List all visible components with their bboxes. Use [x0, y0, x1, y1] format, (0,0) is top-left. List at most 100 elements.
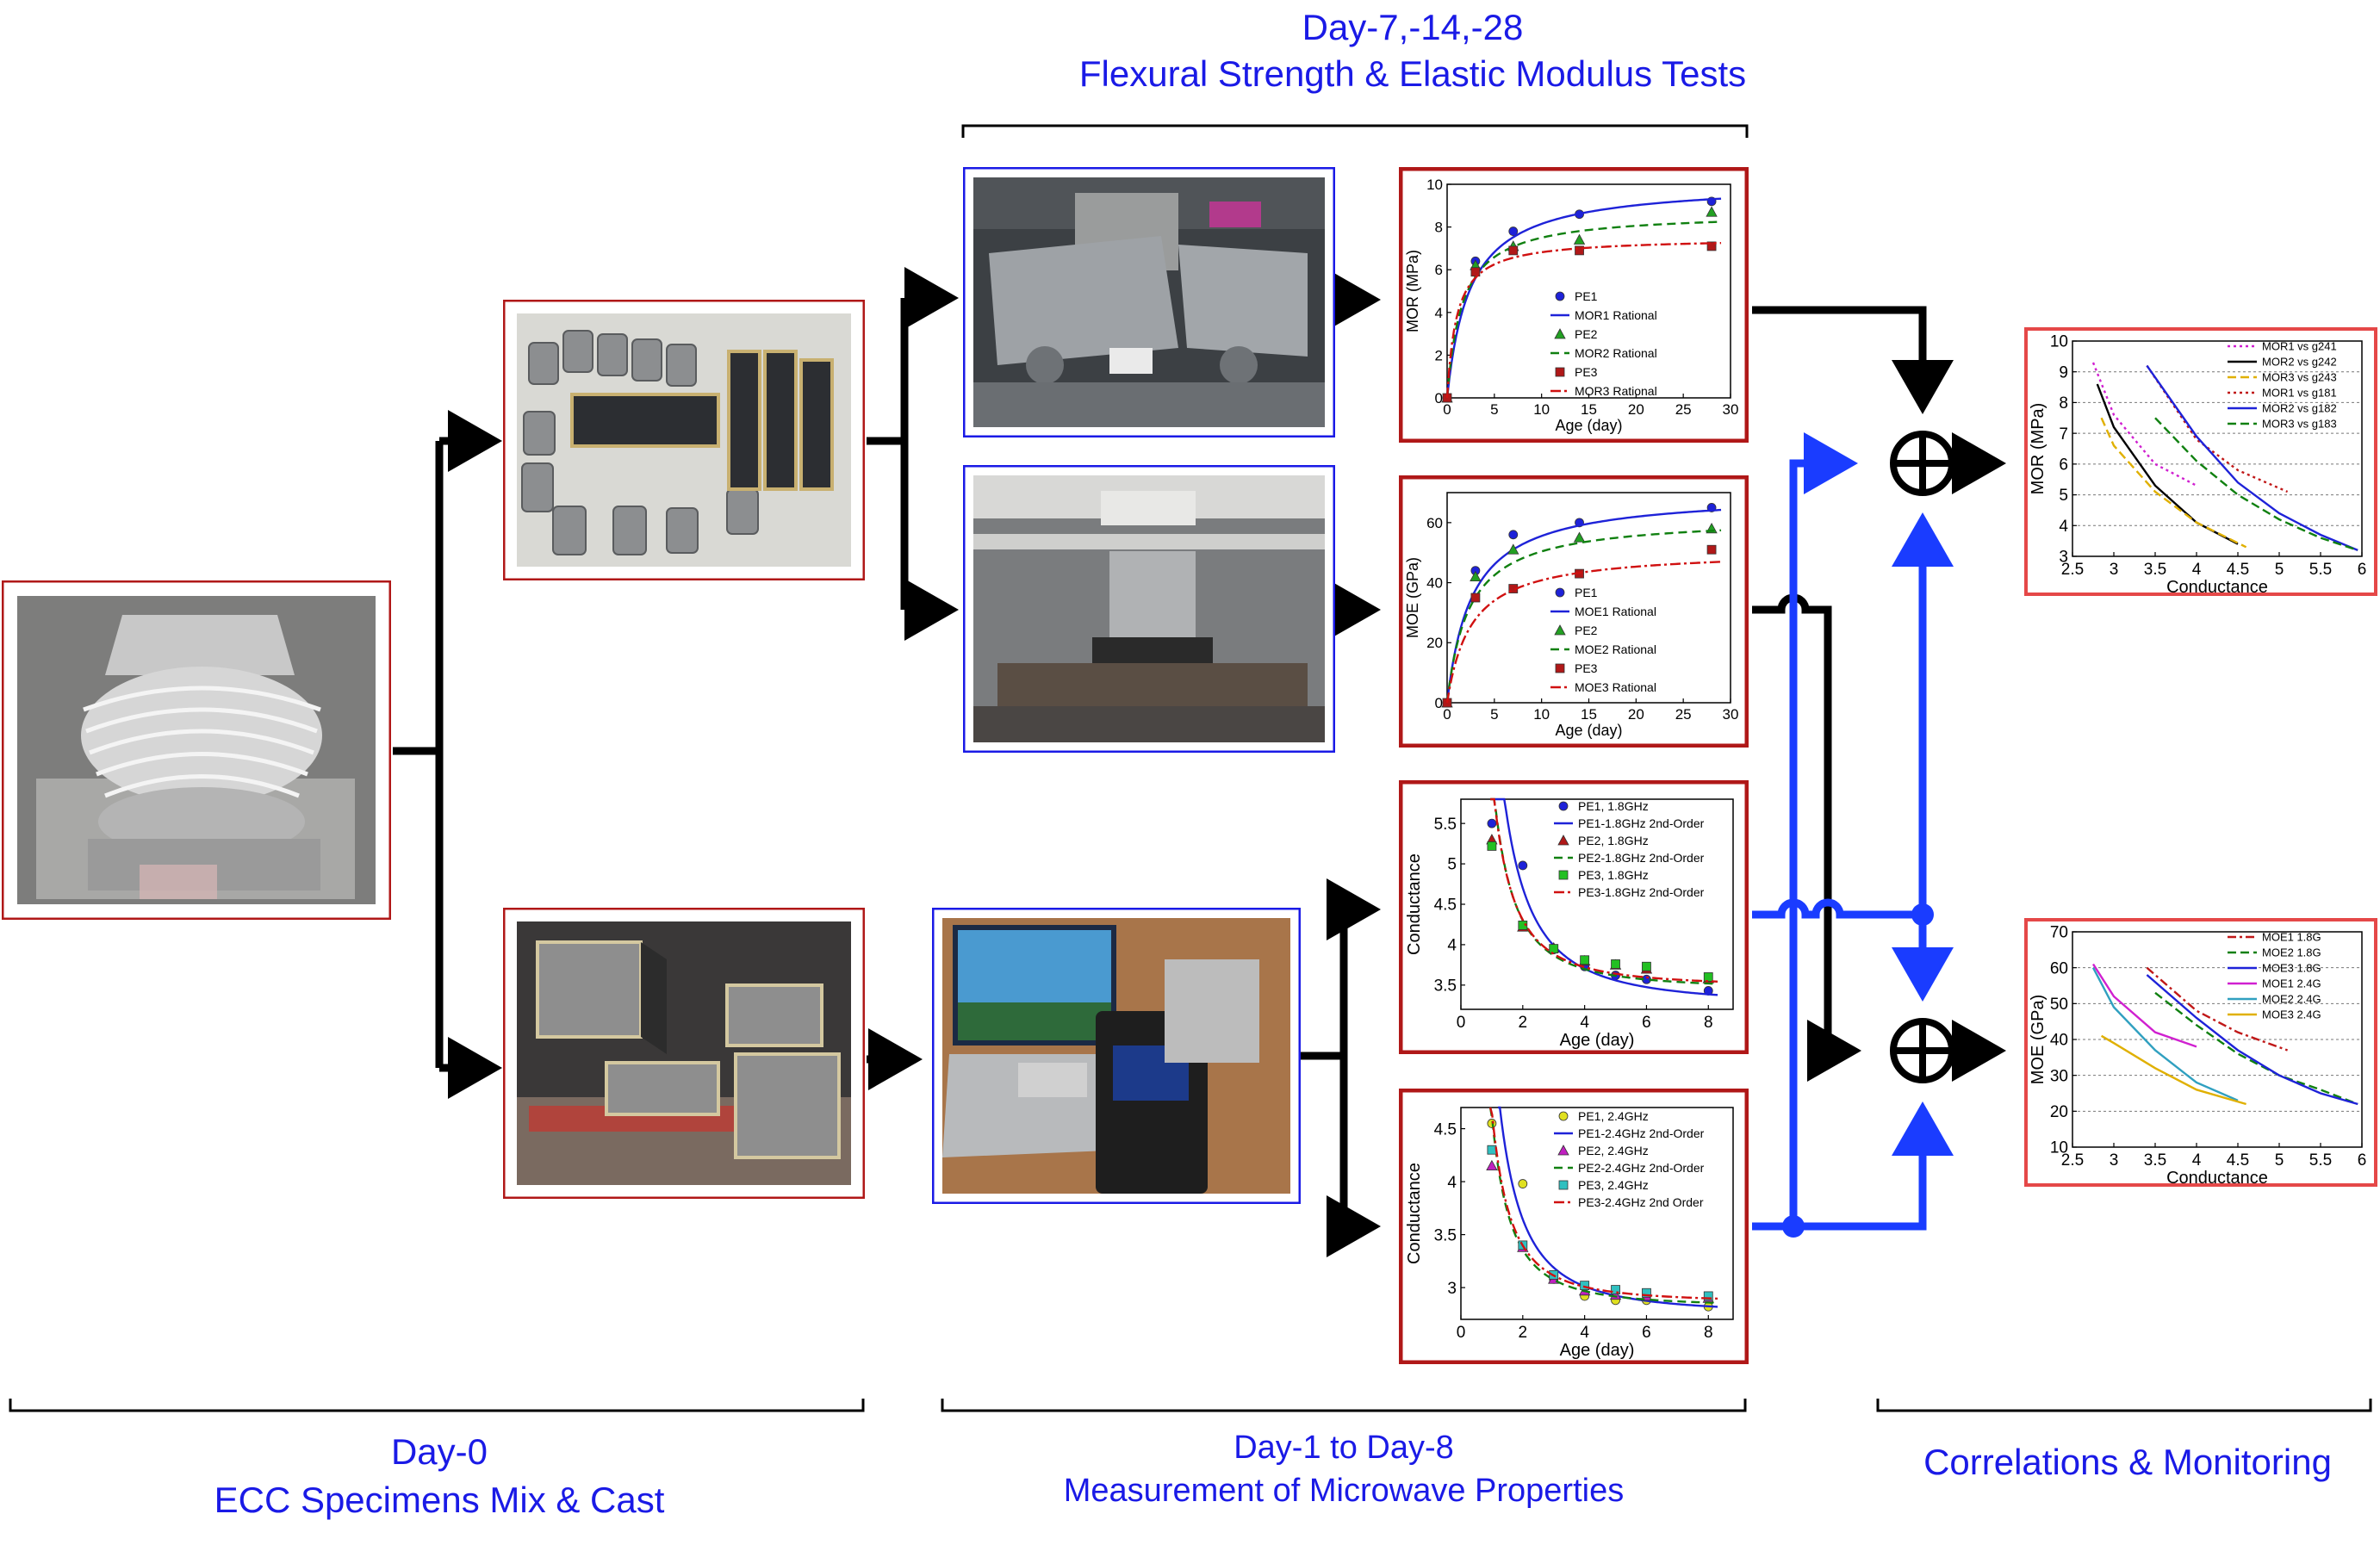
y-tick-label: 3.5 — [1434, 977, 1457, 995]
x-axis-label: Age (day) — [1560, 1341, 1635, 1360]
data-point — [1508, 226, 1519, 236]
legend-label: PE2, 1.8GHz — [1578, 834, 1649, 847]
series-pe2-2-4ghz-2nd-order — [1488, 1107, 1718, 1305]
series-pe3-2-4ghz-2nd-order — [1488, 1107, 1718, 1300]
legend-label: PE1-1.8GHz 2nd-Order — [1578, 816, 1705, 830]
data-point — [1487, 841, 1497, 851]
x-tick-label: 0 — [1457, 1324, 1466, 1342]
footer-corr: Correlations & Monitoring — [1923, 1442, 2332, 1482]
legend-label: PE2 — [1575, 327, 1598, 341]
legend-marker — [1555, 587, 1565, 598]
series-line — [1445, 529, 1722, 704]
y-tick-label: 50 — [2050, 996, 2068, 1014]
y-tick-label: 4 — [1435, 305, 1443, 321]
data-point — [1642, 1288, 1651, 1298]
legend-label: MOE2 1.8G — [2262, 946, 2321, 959]
y-axis-label: MOR (MPa) — [1404, 250, 1421, 332]
legend-label: MOR3 vs g243 — [2262, 371, 2337, 384]
plot-frame — [1460, 1107, 1734, 1320]
y-axis-label: MOE (GPa) — [2029, 995, 2048, 1084]
x-tick-label: 2 — [1519, 1014, 1528, 1032]
y-tick-label: 5 — [2059, 487, 2068, 505]
x-tick-label: 4 — [2192, 561, 2202, 579]
series-mor3-rational — [1445, 242, 1722, 399]
legend-label: PE1 — [1575, 289, 1598, 303]
x-tick-label: 8 — [1704, 1324, 1713, 1342]
bracket-day18 — [941, 1399, 1747, 1412]
x-tick-label: 8 — [1704, 1014, 1713, 1032]
y-axis-label: MOR (MPa) — [2029, 403, 2048, 495]
legend-marker — [1554, 328, 1566, 339]
x-axis-label: Age (day) — [1555, 417, 1622, 434]
data-point — [1703, 1291, 1713, 1301]
y-tick-label: 3 — [2059, 549, 2068, 567]
x-tick-label: 10 — [1533, 401, 1550, 418]
data-point — [1470, 570, 1482, 581]
x-tick-label: 5.5 — [2309, 1151, 2332, 1170]
legend-label: PE3-1.8GHz 2nd-Order — [1578, 885, 1705, 899]
series-moe2-2-4g — [2091, 967, 2239, 1101]
y-tick-label: 2 — [1435, 347, 1443, 363]
legend-label: PE2, 2.4GHz — [1578, 1144, 1649, 1157]
x-axis-label: Age (day) — [1555, 722, 1622, 739]
legend-label: PE2-2.4GHz 2nd-Order — [1578, 1161, 1705, 1175]
legend-label: MOR1 Rational — [1575, 308, 1657, 322]
top-bracket — [961, 124, 1749, 138]
y-tick-label: 10 — [1426, 177, 1443, 193]
y-axis-label: Conductance — [1405, 853, 1424, 955]
data-point — [1573, 233, 1586, 245]
series-moe1-2-4g — [2091, 963, 2197, 1048]
series-line — [1445, 508, 1722, 704]
y-tick-label: 5 — [1447, 856, 1457, 874]
legend-marker — [1554, 624, 1566, 636]
legend-label: MOE1 1.8G — [2262, 931, 2321, 944]
x-tick-label: 25 — [1675, 706, 1692, 723]
y-tick-label: 6 — [2059, 456, 2068, 475]
legend-label: MOE1 Rational — [1575, 605, 1656, 618]
data-point — [1580, 955, 1590, 965]
y-tick-label: 0 — [1435, 695, 1443, 711]
x-tick-label: 2 — [1519, 1324, 1528, 1342]
y-tick-label: 40 — [1426, 575, 1443, 592]
legend-label: MOR2 vs g182 — [2262, 402, 2337, 415]
x-tick-label: 3 — [2110, 561, 2119, 579]
legend-label: MOR2 Rational — [1575, 346, 1657, 360]
photo-flexural-test — [960, 164, 1338, 440]
series-mor1-rational — [1445, 197, 1722, 399]
data-point — [1575, 245, 1584, 256]
x-tick-label: 6 — [1642, 1014, 1651, 1032]
legend-label: PE2-1.8GHz 2nd-Order — [1578, 851, 1705, 865]
series-moe1-1-8g — [2146, 966, 2289, 1052]
data-point — [1706, 206, 1718, 217]
legend-label: MOR1 vs g241 — [2262, 340, 2337, 353]
x-tick-label: 4.5 — [2227, 561, 2249, 579]
data-point — [1706, 241, 1717, 251]
y-tick-label: 3 — [1447, 1280, 1457, 1298]
legend-label: MOE1 2.4G — [2262, 977, 2321, 990]
y-axis-label: Conductance — [1405, 1163, 1424, 1264]
y-tick-label: 7 — [2059, 425, 2068, 444]
series-pe3-1-8ghz-2nd-order — [1490, 797, 1718, 983]
legend-label: PE3 — [1575, 661, 1598, 675]
legend-label: PE1-2.4GHz 2nd-Order — [1578, 1126, 1705, 1140]
y-tick-label: 3.5 — [1434, 1226, 1457, 1244]
x-tick-label: 30 — [1723, 706, 1739, 723]
data-point — [1507, 543, 1519, 555]
series-mor3-vs-g183 — [2154, 417, 2358, 551]
legend-label: MOR1 vs g181 — [2262, 387, 2337, 400]
bracket-day0 — [9, 1399, 865, 1412]
series-line — [1494, 797, 1718, 996]
header-line2: Flexural Strength & Elastic Modulus Test… — [1078, 53, 1747, 94]
sum-node-upper — [1890, 431, 1955, 496]
